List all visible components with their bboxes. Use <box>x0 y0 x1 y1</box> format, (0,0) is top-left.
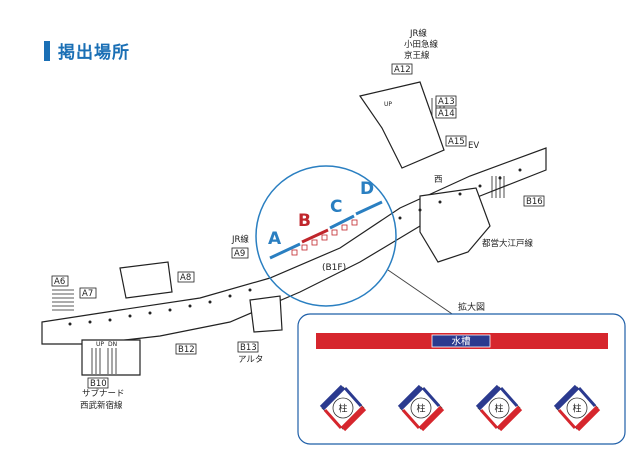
zone-a-strip <box>269 242 301 260</box>
exit-a9-box <box>231 247 249 259</box>
title-accent-bar <box>44 40 50 61</box>
pillar-red-face <box>496 405 523 432</box>
exit-b10: B10 <box>90 379 107 389</box>
pillar-label: 柱 <box>494 403 503 415</box>
pillar-markers <box>291 219 358 256</box>
pillar-circle <box>332 397 354 419</box>
floor-label: (B1F) <box>322 263 346 273</box>
zone-d-strip <box>355 200 383 216</box>
water-tank-label-box <box>431 334 491 348</box>
exit-b13-box <box>237 341 259 353</box>
dn-label-bottom: DN <box>108 341 117 348</box>
concourse <box>41 81 547 376</box>
zone-a-label: A <box>268 229 282 249</box>
exit-a8: A8 <box>180 273 191 283</box>
pillar-dots <box>68 168 522 326</box>
zone-d-label: D <box>360 179 374 199</box>
pillar-red-edge <box>479 409 499 429</box>
exit-b13: B13 <box>240 343 257 353</box>
pillar-blue-edge <box>577 387 597 407</box>
exit-a9: A9 <box>234 249 245 259</box>
pillar-diagram: 柱 <box>319 384 367 432</box>
zoom-circle <box>255 165 397 307</box>
exit-labels: A6 A7 A8 A9 A12 A13 A14 A15 B10 B12 B13 … <box>51 63 545 389</box>
jr-top-label: JR線 <box>409 28 427 39</box>
pillar-circle <box>410 397 432 419</box>
exit-a15: A15 <box>448 137 465 147</box>
pillar-blue-edge <box>343 387 363 407</box>
up-label-bottom: UP <box>96 341 104 348</box>
pillar-blue-edge <box>421 387 441 407</box>
oedo-label: 都営大江戸線 <box>482 238 534 249</box>
pillar-red-face <box>574 405 601 432</box>
water-tank-label: 水槽 <box>451 336 471 348</box>
zone-c-strip <box>329 214 355 230</box>
stairs <box>52 98 505 374</box>
pillar-diagram: 柱 <box>397 384 445 432</box>
exit-b10-box <box>87 377 109 389</box>
pillar-red-face <box>340 405 367 432</box>
exit-a15-box <box>445 135 467 147</box>
alta-label: アルタ <box>238 355 263 365</box>
keio-label: 京王線 <box>404 50 430 61</box>
seibu-label: 西武新宿線 <box>80 400 123 411</box>
exit-a13-box <box>435 95 457 107</box>
pillar-label: 柱 <box>572 403 581 415</box>
exit-b16-box <box>523 195 545 207</box>
inset-panel: 拡大図 水槽 柱 柱 柱 柱 <box>297 301 626 445</box>
pillar-diagram: 柱 <box>475 384 523 432</box>
pillar-blue-face <box>475 384 502 411</box>
ad-strips <box>269 200 383 260</box>
pillar-blue-face <box>319 384 346 411</box>
pillar-diagram: 柱 <box>553 384 601 432</box>
exit-b16: B16 <box>526 197 543 207</box>
exit-a12-box <box>391 63 413 75</box>
exit-a14-box <box>435 107 457 119</box>
jr-left-label: JR線 <box>231 234 249 245</box>
exit-b12: B12 <box>178 345 195 355</box>
zone-b-strip <box>301 228 329 244</box>
zone-c-label: C <box>330 197 342 217</box>
exit-a13: A13 <box>438 97 455 107</box>
pillar-blue-face <box>397 384 424 411</box>
odakyu-label: 小田急線 <box>404 39 439 50</box>
exit-a12: A12 <box>394 65 411 75</box>
pillar-circle <box>566 397 588 419</box>
exit-a8-box <box>177 271 195 283</box>
place-labels: JR線 小田急線 京王線 JR線 サブナード 西武新宿線 アルタ 都営大江戸線 … <box>80 28 534 411</box>
pillar-red-face <box>418 405 445 432</box>
pillar-group: 柱柱柱柱 <box>319 384 601 432</box>
exit-b12-box <box>175 343 197 355</box>
pillar-circle <box>488 397 510 419</box>
ev-label: EV <box>468 141 479 151</box>
pillar-blue-edge <box>499 387 519 407</box>
pillar-label: 柱 <box>338 403 347 415</box>
exit-a14: A14 <box>438 109 455 119</box>
up-label-top: UP <box>384 101 392 108</box>
pillar-label: 柱 <box>416 403 425 415</box>
zoom-leader-line <box>387 269 459 319</box>
pillar-red-edge <box>323 409 343 429</box>
exit-a7-box <box>79 287 97 299</box>
exit-a6-box <box>51 275 69 287</box>
zone-b-label: B <box>298 211 311 231</box>
subnade-label: サブナード <box>82 388 125 399</box>
page-title: 掲出場所 <box>58 43 130 63</box>
exit-a6: A6 <box>54 277 65 287</box>
pillar-red-edge <box>401 409 421 429</box>
west-label: 西 <box>434 175 443 185</box>
pillar-red-edge <box>557 409 577 429</box>
pillar-blue-face <box>553 384 580 411</box>
zone-labels: A B C D <box>268 179 374 249</box>
inset-label: 拡大図 <box>458 301 485 313</box>
page-header: 掲出場所 <box>44 38 130 63</box>
exit-a7: A7 <box>82 289 93 299</box>
